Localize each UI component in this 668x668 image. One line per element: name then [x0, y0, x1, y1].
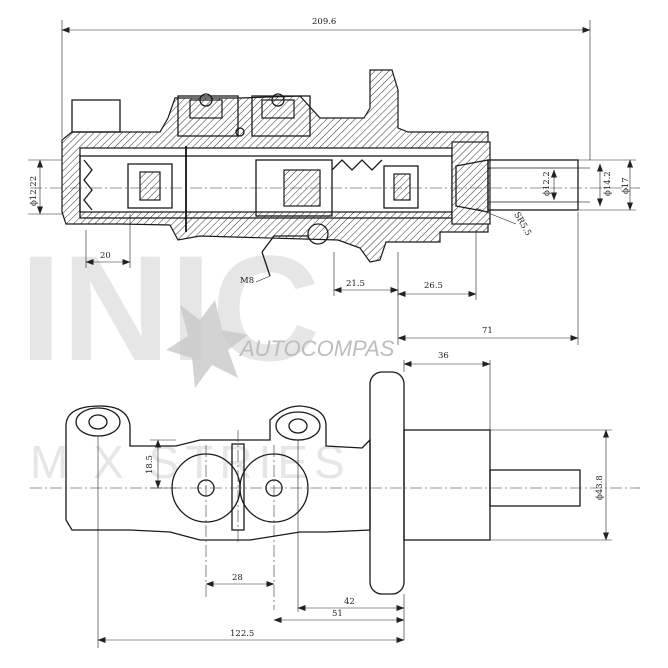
- port-1-seal: [189, 99, 223, 119]
- primary-spring: [331, 159, 383, 171]
- dim-tip-diameter: ϕ14.2: [603, 171, 613, 196]
- watermark-brand: INIC: [20, 224, 320, 392]
- pushrod-tube: [487, 159, 579, 211]
- bracket-eye: [307, 223, 329, 245]
- port-1-grommet: [199, 93, 213, 107]
- rear-piston: [383, 165, 419, 209]
- dim-left-offset: 20: [100, 251, 111, 261]
- bypass-hole: [235, 127, 245, 137]
- dim-port-diameter: ϕ12.22: [29, 176, 39, 206]
- plan-view: [30, 371, 640, 610]
- reservoir-port-1: [177, 95, 239, 137]
- plan-dimensions: 36 18.5 ϕ43.8 28 42 51 122.5: [97, 351, 612, 648]
- rear-cup: [393, 173, 411, 201]
- dim-flange-diameter: ϕ43.8: [595, 475, 605, 500]
- reservoir-port-2: [251, 95, 311, 137]
- pushrod-socket: [455, 159, 489, 213]
- dim-sphere-radius: SR5.5: [511, 211, 533, 238]
- secondary-cup: [139, 171, 161, 201]
- dim-thread: M8: [240, 276, 254, 286]
- watermark-logo-text: AUTOCOMPAS: [238, 336, 395, 361]
- dim-inner-bore: ϕ12.2: [542, 171, 552, 196]
- port-2-seal: [261, 99, 295, 119]
- dim-overall-length: 209.6: [312, 17, 336, 27]
- left-boss: [71, 99, 121, 133]
- dim-26-5: 26.5: [424, 281, 443, 291]
- section-view: [30, 69, 640, 277]
- dim-42: 42: [344, 597, 355, 607]
- secondary-piston: [127, 163, 173, 209]
- dim-36: 36: [438, 351, 449, 361]
- dim-port-spacing: 28: [232, 573, 243, 583]
- port-2-grommet: [271, 93, 285, 107]
- dim-outer-diameter: ϕ17: [621, 177, 631, 194]
- watermark: INIC M X STRIES AUTOCOMPAS: [20, 224, 395, 488]
- left-port: [75, 407, 121, 437]
- watermark-company: M X STRIES: [30, 436, 351, 488]
- dim-21-5: 21.5: [346, 279, 365, 289]
- dim-122-5: 122.5: [230, 629, 254, 639]
- dim-18-5: 18.5: [145, 455, 155, 474]
- rear-boss: [403, 429, 491, 541]
- right-port-hole: [288, 418, 308, 434]
- dim-71: 71: [482, 326, 493, 336]
- bracket-hook: [261, 235, 308, 277]
- dim-51: 51: [332, 609, 343, 619]
- return-spring-left: [83, 159, 93, 211]
- cylinder-body: [61, 69, 489, 263]
- left-port-hole: [88, 414, 108, 430]
- rear-seal-housing: [451, 141, 491, 225]
- mounting-flange: [369, 371, 405, 595]
- autocompas-logo-icon: [166, 300, 248, 388]
